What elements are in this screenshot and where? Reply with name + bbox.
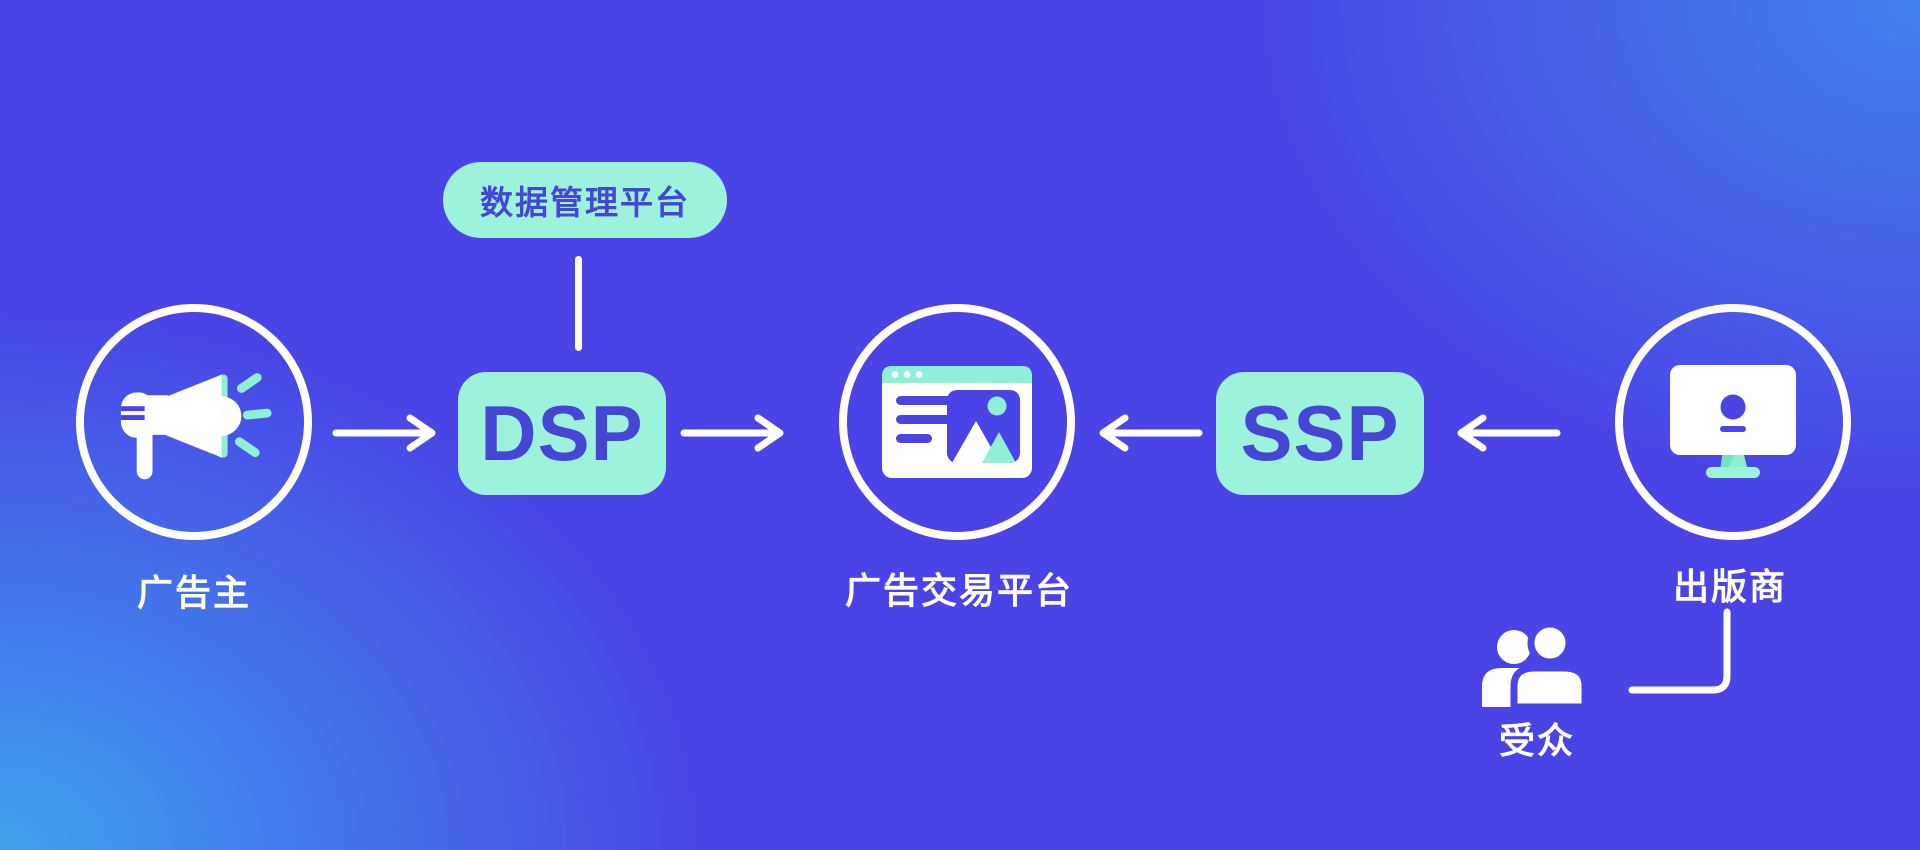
dmp-label: 数据管理平台 [480, 184, 690, 221]
dsp-label: DSP [480, 389, 644, 477]
monitor-icon [1670, 365, 1796, 478]
ssp-label: SSP [1240, 389, 1400, 477]
advertiser-label: 广告主 [136, 572, 252, 613]
dsp-node: DSP [458, 372, 666, 495]
publisher-node [1615, 304, 1851, 540]
ad-exchange-node [839, 304, 1075, 540]
ad-exchange-label: 广告交易平台 [844, 570, 1074, 611]
audience-publisher-connector [1628, 608, 1731, 694]
arrow-dsp-to-exchange [680, 414, 784, 452]
dmp-node: 数据管理平台 [443, 162, 727, 238]
advertiser-node [76, 304, 312, 540]
ssp-node: SSP [1216, 372, 1424, 495]
people-icon [1482, 622, 1589, 707]
arrow-publisher-to-ssp [1457, 414, 1561, 452]
megaphone-icon [120, 373, 272, 480]
publisher-label: 出版商 [1672, 566, 1788, 607]
browser-ad-icon [882, 366, 1032, 478]
audience-label: 受众 [1498, 720, 1576, 761]
dmp-dsp-connector [575, 256, 582, 351]
arrow-ssp-to-exchange [1099, 414, 1203, 452]
arrow-advertiser-to-dsp [332, 414, 436, 452]
